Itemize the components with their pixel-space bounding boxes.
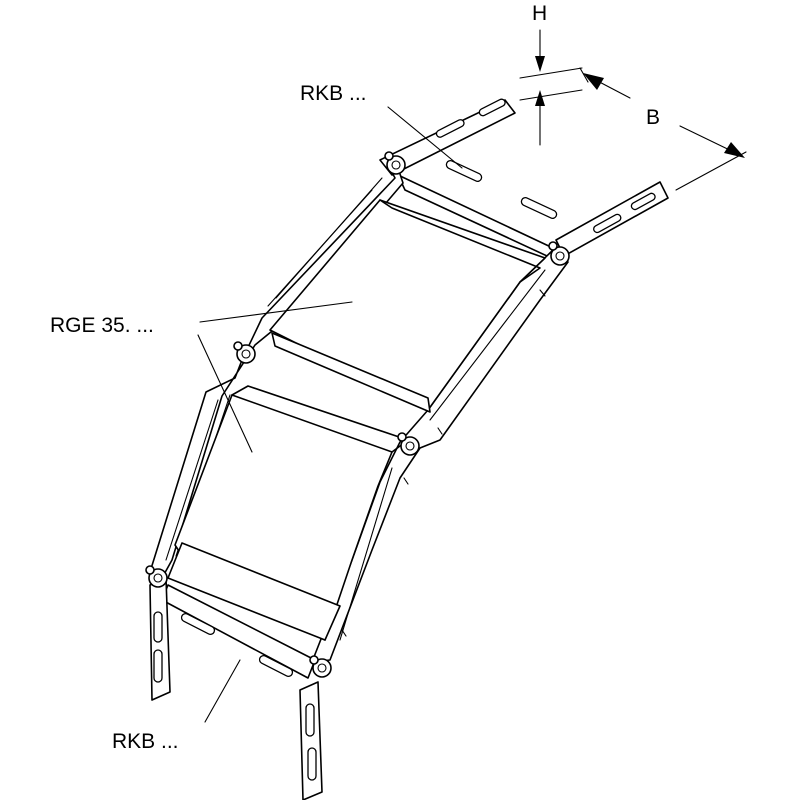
bolt-bottom-right bbox=[309, 655, 332, 678]
dimension-width: B bbox=[579, 67, 747, 191]
leader-lines bbox=[197, 106, 463, 723]
rung-bottom bbox=[161, 584, 316, 679]
label-height: H bbox=[532, 2, 547, 25]
bolt-bottom-left bbox=[145, 565, 168, 588]
bolt-top-left bbox=[384, 151, 406, 175]
dimension-height: H bbox=[519, 2, 583, 146]
bolts bbox=[145, 151, 570, 678]
bolt-top-right bbox=[548, 241, 570, 266]
label-connector-top: RKB ... bbox=[300, 82, 367, 105]
rung-middle bbox=[271, 332, 431, 413]
connector-plate-top-right bbox=[555, 181, 669, 257]
label-connector-bottom: RKB ... bbox=[112, 730, 179, 753]
connector-plate-bottom-left bbox=[149, 577, 171, 701]
connector-plate-bottom-right bbox=[299, 681, 323, 800]
rung-lower bbox=[167, 542, 341, 641]
label-bend-part: RGE 35. ... bbox=[50, 314, 154, 337]
side-rail-right bbox=[311, 249, 569, 663]
bolt-mid-right bbox=[397, 432, 420, 456]
label-width: B bbox=[646, 106, 660, 129]
bolt-mid-left bbox=[233, 341, 256, 364]
